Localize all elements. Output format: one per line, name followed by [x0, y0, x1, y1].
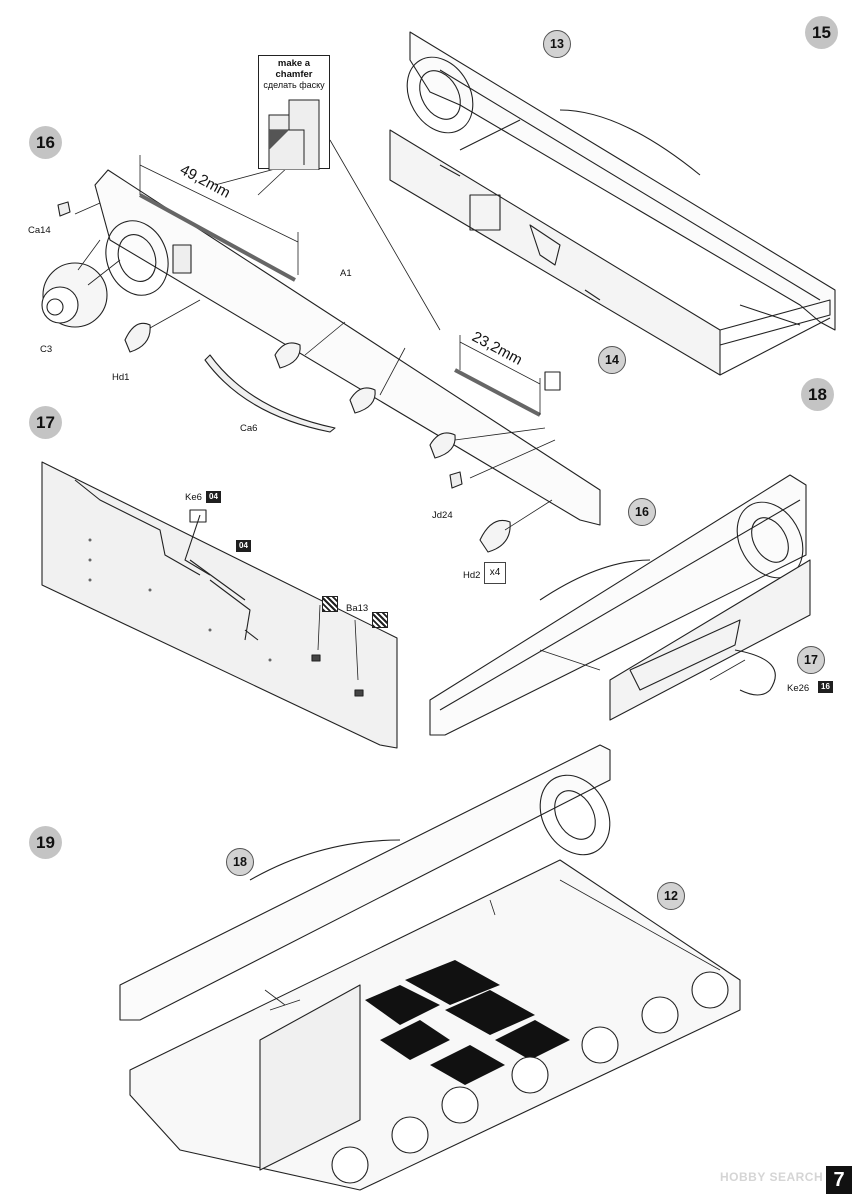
part-label-ca6: Ca6	[240, 423, 258, 434]
step-17-badge: 17	[29, 406, 62, 439]
paint-tag-04: 04	[206, 491, 221, 503]
part-label-ca14: Ca14	[28, 225, 51, 236]
page-number: 7	[826, 1166, 852, 1194]
callout-title: make a chamfer	[275, 58, 313, 80]
chamfer-callout: make a chamfer сделать фаску	[258, 55, 330, 171]
ref-circle-16: 16	[628, 498, 656, 526]
paint-tag-16: 16	[818, 681, 833, 693]
chamfer-icon	[268, 99, 320, 171]
part-label-ba13: Ba13	[346, 603, 369, 614]
step-15-badge: 15	[805, 16, 838, 49]
part-label-ke26: Ke26	[787, 683, 810, 694]
ref-circle-13: 13	[543, 30, 571, 58]
step19-hull	[119, 744, 741, 1191]
step-18-badge: 18	[801, 378, 834, 411]
part-label-hd1: Hd1	[112, 372, 130, 383]
step17-inner-plate	[41, 461, 398, 749]
part-label-hd2: Hd2	[463, 570, 481, 581]
ref-circle-18: 18	[226, 848, 254, 876]
glue-icon	[372, 612, 388, 628]
step-16-badge: 16	[29, 126, 62, 159]
quantity-x4: x4	[484, 562, 506, 584]
step18-assembly	[429, 474, 811, 736]
step15-hull-side	[389, 31, 836, 376]
part-label-ke6: Ke6	[185, 492, 202, 503]
ref-circle-14: 14	[598, 346, 626, 374]
watermark: HOBBY SEARCH	[720, 1170, 824, 1184]
part-label-c3: C3	[40, 344, 53, 355]
step16-sponson	[41, 139, 601, 553]
glue-icon	[322, 596, 338, 612]
paint-tag-04: 04	[236, 540, 251, 552]
ref-circle-17: 17	[797, 646, 825, 674]
step-19-badge: 19	[29, 826, 62, 859]
part-label-a1: A1	[340, 268, 352, 279]
callout-subtitle: сделать фаску	[263, 80, 325, 90]
ref-circle-12: 12	[657, 882, 685, 910]
part-label-jd24: Jd24	[432, 510, 453, 521]
